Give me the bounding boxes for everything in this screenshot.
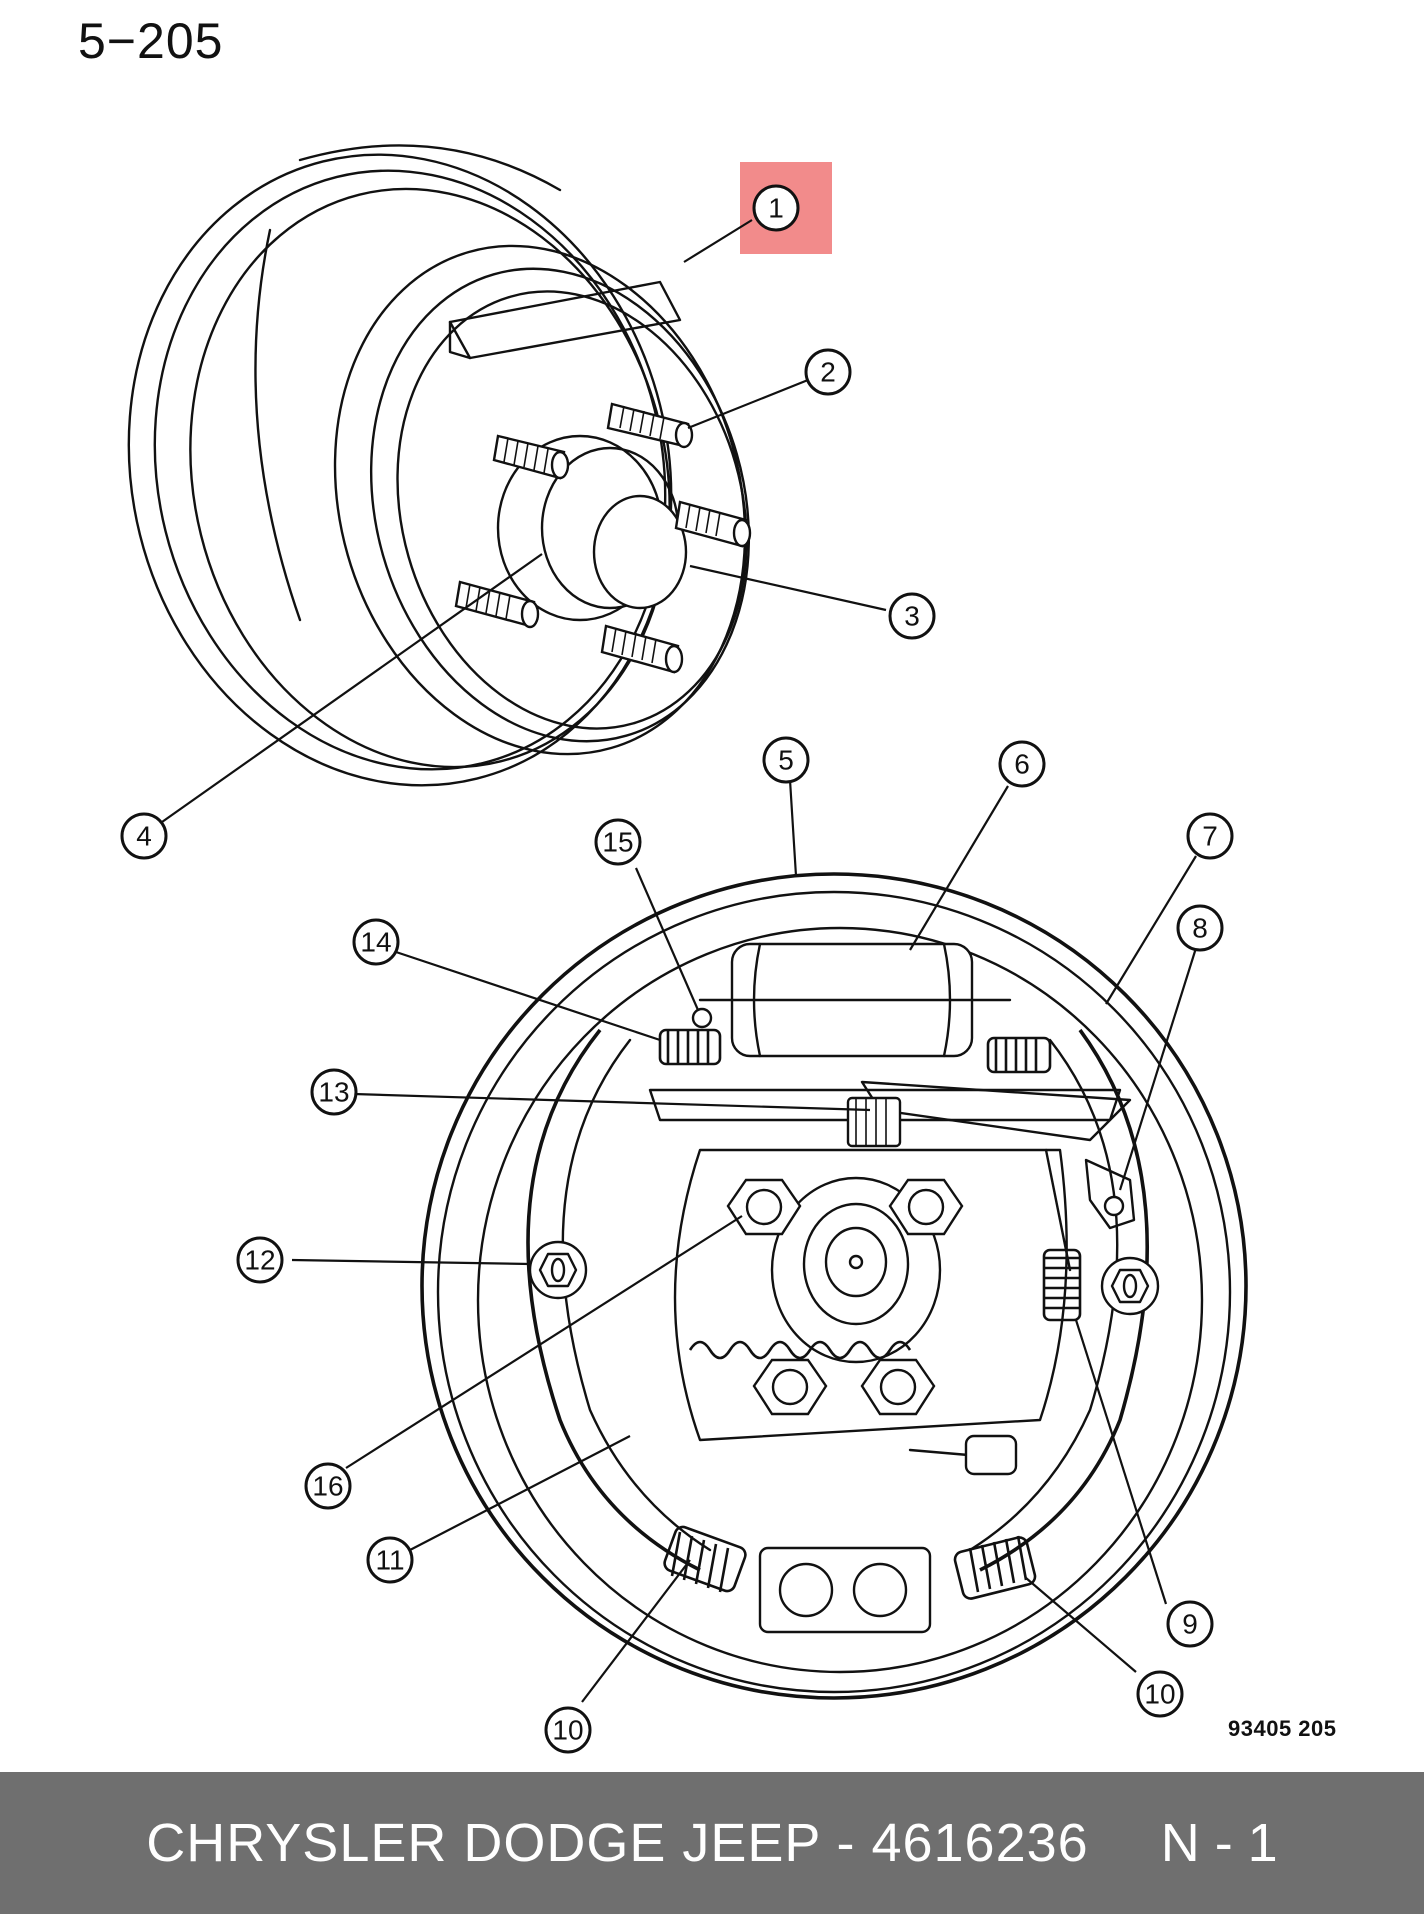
- leader-lines: [161, 219, 1198, 1703]
- svg-text:2: 2: [820, 357, 836, 388]
- svg-text:1: 1: [768, 193, 784, 224]
- callout-4: 4: [120, 812, 168, 860]
- mounting-nut: [860, 1358, 936, 1416]
- callout-6: 6: [998, 740, 1046, 788]
- quantity-text: N - 1: [1160, 1813, 1278, 1873]
- lower-return-spring: [953, 1535, 1037, 1600]
- callout-2: 2: [804, 348, 852, 396]
- callout-9: 9: [1166, 1600, 1214, 1648]
- page-number: 5−205: [78, 13, 224, 69]
- wheel-stud: [606, 402, 694, 449]
- svg-text:7: 7: [1202, 821, 1218, 852]
- callout-15: 15: [594, 818, 642, 866]
- adjuster-spring: [1042, 1148, 1082, 1322]
- callout-11: 11: [366, 1536, 414, 1584]
- return-spring: [986, 1036, 1052, 1074]
- svg-text:10: 10: [1144, 1679, 1175, 1710]
- hold-down-spring-cup: [528, 1240, 588, 1300]
- callout-14: 14: [352, 918, 400, 966]
- svg-text:13: 13: [318, 1077, 349, 1108]
- svg-text:8: 8: [1192, 913, 1208, 944]
- callout-5: 5: [762, 736, 810, 784]
- wheel-stud: [454, 580, 540, 629]
- mounting-nut: [752, 1358, 828, 1416]
- figure-code: 93405 205: [1228, 1716, 1337, 1741]
- part-number-text: CHRYSLER DODGE JEEP - 4616236: [146, 1813, 1089, 1873]
- callout-16: 16: [304, 1462, 352, 1510]
- svg-text:4: 4: [136, 821, 152, 852]
- wheel-stud: [600, 624, 684, 674]
- wheel-stud: [492, 434, 570, 480]
- mounting-nut: [888, 1178, 964, 1236]
- callout-10-left: 10: [544, 1706, 592, 1754]
- brake-drum: [127, 144, 752, 787]
- svg-text:10: 10: [552, 1715, 583, 1746]
- callout-12: 12: [236, 1236, 284, 1284]
- wheel-stud: [674, 500, 752, 548]
- svg-text:3: 3: [904, 601, 920, 632]
- hold-down-spring-cup: [1100, 1256, 1160, 1316]
- part-footer-bar: CHRYSLER DODGE JEEP - 4616236 N - 1: [0, 1772, 1424, 1914]
- svg-text:5: 5: [778, 745, 794, 776]
- brake-drum-exploded-diagram: 1 2 3 4 5 6 7 8 9 10 10 11: [120, 144, 1248, 1754]
- svg-text:16: 16: [312, 1471, 343, 1502]
- wheel-cylinder: [698, 942, 1012, 1058]
- svg-text:6: 6: [1014, 749, 1030, 780]
- svg-text:11: 11: [375, 1545, 404, 1576]
- svg-text:12: 12: [244, 1245, 275, 1276]
- mounting-nut: [726, 1178, 802, 1236]
- callout-7: 7: [1186, 812, 1234, 860]
- lower-return-spring: [663, 1525, 747, 1593]
- svg-text:15: 15: [602, 827, 633, 858]
- svg-text:9: 9: [1182, 1609, 1198, 1640]
- brake-backing-plate: [420, 872, 1248, 1700]
- callout-8: 8: [1176, 904, 1224, 952]
- callout-3: 3: [888, 592, 936, 640]
- callout-13: 13: [310, 1068, 358, 1116]
- callout-10-right: 10: [1136, 1670, 1184, 1718]
- svg-text:14: 14: [360, 927, 391, 958]
- return-spring: [658, 1028, 722, 1066]
- callout-1: 1: [752, 184, 800, 232]
